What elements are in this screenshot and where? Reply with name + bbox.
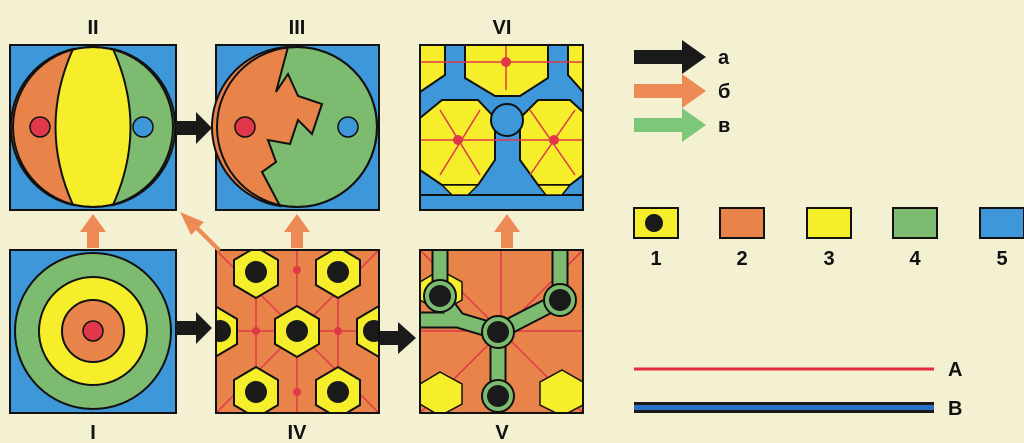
- arrow-IV-II: [180, 212, 221, 252]
- swatch-1-nucleus: [645, 214, 663, 232]
- swatch-label-4: 4: [909, 248, 921, 270]
- legend-swatches: 1 2 3 4 5: [633, 207, 1024, 270]
- transition-arrows: [80, 112, 520, 354]
- arrow-II-III: [176, 112, 212, 144]
- swatch-5: [979, 207, 1024, 239]
- panel-IV-frame: [215, 249, 380, 414]
- panel-III: [211, 44, 380, 211]
- label-III: III: [289, 17, 306, 39]
- label-VI: VI: [493, 17, 512, 39]
- swatch-4: [892, 207, 938, 239]
- panel-V: [420, 250, 583, 413]
- panel-I: [9, 249, 177, 414]
- legend-line-label-a: А: [948, 359, 962, 381]
- legend-label-v: в: [718, 115, 730, 137]
- legend-line-label-v: В: [948, 398, 962, 420]
- legend-label-b: б: [718, 81, 730, 103]
- legend-arrow-v: [634, 108, 706, 142]
- panel-labels: II III VI I IV V: [87, 17, 511, 443]
- swatch-label-5: 5: [996, 248, 1007, 270]
- arrow-I-IV: [176, 312, 212, 344]
- panel-II: [9, 44, 177, 211]
- arrow-I-II: [80, 214, 106, 248]
- label-II: II: [87, 17, 98, 39]
- swatch-label-1: 1: [650, 248, 661, 270]
- panel-VI-frame: [419, 44, 584, 211]
- legend-arrow-a: [634, 40, 706, 74]
- label-I: I: [90, 422, 96, 443]
- swatch-2: [719, 207, 765, 239]
- legend-arrow-b: [634, 74, 706, 108]
- panel-VI: [420, 45, 583, 210]
- legend-line-v: [634, 405, 934, 410]
- panel-IV: [216, 250, 379, 413]
- swatch-label-3: 3: [823, 248, 834, 270]
- label-V: V: [495, 422, 509, 443]
- label-IV: IV: [288, 422, 308, 443]
- arrow-IV-V: [380, 322, 416, 354]
- legend-lines: А В: [634, 359, 962, 420]
- swatch-label-2: 2: [736, 248, 747, 270]
- swatch-3: [806, 207, 852, 239]
- arrow-IV-III: [284, 214, 310, 248]
- arrow-V-VI: [494, 214, 520, 248]
- panel-V-frame: [419, 249, 584, 414]
- legend-arrows: а б в: [634, 40, 730, 142]
- legend-label-a: а: [718, 47, 730, 69]
